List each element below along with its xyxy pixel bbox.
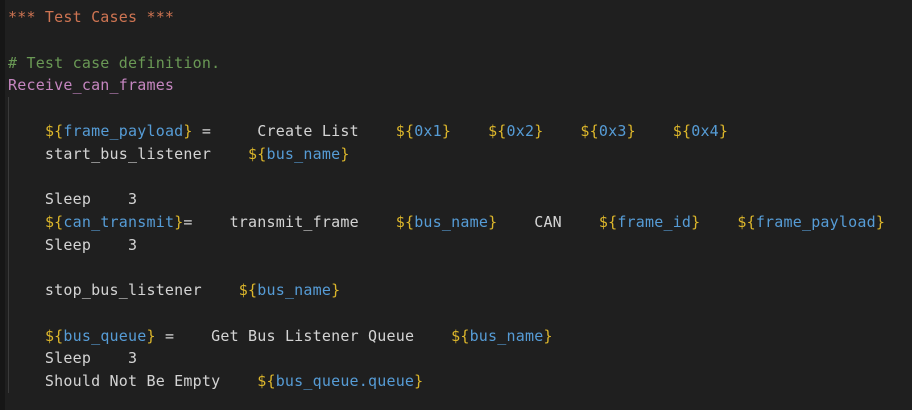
code-line[interactable]: Should Not Be Empty ${bus_queue.queue}	[8, 370, 912, 393]
token-braces: ${	[395, 212, 415, 231]
token-plain: stop_bus_listener	[8, 281, 239, 300]
token-braces: ${	[395, 121, 415, 140]
token-header: *** Test Cases ***	[8, 8, 175, 26]
code-line[interactable]: ${frame_payload} = Create List ${0x1} ${…	[8, 120, 912, 143]
code-line[interactable]: start_bus_listener ${bus_name}	[8, 143, 912, 166]
token-variable: 0x4	[691, 121, 719, 140]
token-braces: }	[183, 121, 193, 140]
token-variable: 0x3	[598, 121, 627, 140]
token-plain: Sleep 3	[8, 235, 138, 254]
token-test_name: Receive_can_frames	[8, 76, 175, 95]
code-line[interactable]	[8, 97, 912, 120]
token-variable: can_transmit	[63, 212, 175, 231]
token-plain: = Create List	[192, 121, 396, 140]
token-braces: ${	[672, 121, 692, 140]
code-line[interactable]: ${can_transmit}= transmit_frame ${bus_na…	[8, 211, 912, 234]
code-area[interactable]: *** Test Cases *** # Test case definition…	[8, 6, 912, 393]
token-braces: }	[340, 144, 350, 163]
code-line[interactable]: Receive_can_frames	[8, 74, 912, 97]
code-line[interactable]	[8, 256, 912, 279]
token-braces: }	[534, 121, 544, 140]
token-variable: frame_payload	[755, 212, 876, 231]
token-braces: }	[626, 121, 636, 140]
token-braces: }	[414, 372, 424, 391]
token-braces: ${	[598, 212, 618, 231]
token-braces: ${	[451, 326, 470, 345]
token-braces: ${	[580, 121, 599, 140]
token-variable: bus_name	[266, 144, 341, 163]
code-line[interactable]	[8, 29, 912, 52]
code-line[interactable]: Sleep 3	[8, 234, 912, 257]
token-variable: bus_name	[469, 326, 544, 345]
token-variable: 0x1	[414, 121, 442, 140]
token-variable: frame_id	[617, 212, 692, 231]
code-line[interactable]: Sleep 3	[8, 188, 912, 211]
token-braces: ${	[737, 212, 756, 231]
code-line[interactable]	[8, 302, 912, 325]
code-line[interactable]: Sleep 3	[8, 347, 912, 370]
token-braces: }	[691, 212, 701, 231]
token-plain: = Get Bus Listener Queue	[155, 326, 452, 345]
token-braces: ${	[488, 121, 507, 140]
token-plain	[8, 213, 45, 231]
token-variable: frame_payload	[63, 121, 184, 140]
token-braces: }	[331, 281, 341, 300]
token-variable: bus_name	[257, 281, 332, 300]
code-line[interactable]: *** Test Cases ***	[8, 6, 912, 29]
token-plain	[8, 122, 45, 140]
token-braces: ${	[44, 326, 64, 345]
token-braces: }	[875, 212, 886, 231]
code-line[interactable]	[8, 165, 912, 188]
token-plain: = transmit_frame	[183, 212, 396, 231]
token-braces: }	[718, 121, 729, 140]
token-plain: start_bus_listener	[8, 144, 248, 163]
token-plain: Sleep 3	[8, 349, 138, 368]
token-braces: ${	[257, 372, 276, 391]
token-plain	[451, 122, 488, 140]
token-braces: }	[488, 212, 498, 231]
token-variable: 0x2	[506, 121, 535, 140]
token-braces: }	[174, 212, 184, 231]
token-braces: ${	[44, 212, 64, 231]
token-plain: Sleep 3	[8, 190, 138, 209]
token-comment: # Test case definition.	[8, 53, 221, 72]
editor-left-edge	[0, 0, 5, 410]
code-line[interactable]: # Test case definition.	[8, 52, 912, 75]
token-variable: bus_name	[414, 212, 489, 231]
token-braces: ${	[248, 144, 267, 163]
token-variable: bus_queue	[63, 326, 147, 345]
indent-guide-line	[8, 97, 9, 393]
token-braces: }	[543, 326, 553, 345]
token-plain: Should Not Be Empty	[8, 372, 258, 391]
token-braces: ${	[44, 121, 64, 140]
code-line[interactable]: stop_bus_listener ${bus_name}	[8, 279, 912, 302]
code-line[interactable]: ${bus_queue} = Get Bus Listener Queue ${…	[8, 325, 912, 348]
token-plain	[636, 122, 673, 140]
token-variable: bus_queue.queue	[275, 372, 415, 391]
token-braces: }	[441, 121, 452, 140]
token-braces: }	[146, 326, 156, 345]
token-plain	[8, 327, 45, 345]
token-plain: CAN	[497, 212, 599, 231]
token-plain	[543, 122, 580, 140]
token-plain	[700, 213, 737, 231]
token-braces: ${	[238, 281, 258, 300]
